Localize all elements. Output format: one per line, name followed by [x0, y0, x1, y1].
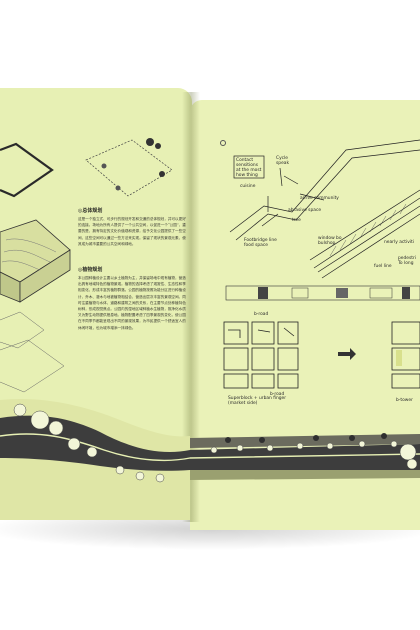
annotation-note: nearly activiti [384, 240, 414, 245]
annotation-note: b-tower [396, 398, 413, 403]
page-circle-mark [220, 140, 226, 146]
paragraph-planting: 本公园种植设计主要以乡土植物为主，并保留场地中现有植物，营造出具有地域特色的植物… [78, 276, 186, 330]
superblock-diagram [223, 321, 299, 389]
annotation-note: tree [292, 218, 301, 223]
accent-patch [396, 350, 402, 366]
book-gutter [182, 92, 200, 522]
annotation-note: Contact sensitions at the most how thing [236, 158, 262, 178]
river-park-plan [0, 398, 420, 520]
annotation-note: arrive community [300, 196, 339, 201]
isometric-sketch-small [85, 138, 173, 197]
annotation-note: pedestri To long [398, 256, 417, 266]
annotation-note: Cycle speak [276, 156, 290, 166]
annotation-note: window bo bulshop [318, 236, 342, 246]
annotation-note: b-road [270, 392, 285, 397]
annotation-note: abrasive space [288, 208, 322, 213]
annotation-note: b-road [254, 312, 269, 317]
isometric-outline-drawing [0, 142, 54, 198]
isometric-terrain-block [0, 219, 71, 303]
section-sketch [229, 139, 420, 279]
dark-tree-icons [225, 433, 387, 443]
section-heading-masterplan: ◎总体规划 [78, 208, 103, 214]
superblock-diagram-after [391, 321, 420, 389]
hatch-pattern [329, 203, 407, 257]
arrow-icon [338, 348, 356, 360]
annotation-note: Footbridge line food space [244, 238, 277, 248]
section-heading-planting: ◎植物规划 [78, 267, 103, 273]
elevation-strip [225, 285, 420, 301]
annotation-note: fuel line [374, 264, 392, 269]
tree-canopy-icons [13, 403, 418, 483]
paragraph-masterplan: 这是一个独立式、可步行的规划开发和交通的总体规划，并可以更好的连接。场地为所有人… [78, 217, 186, 246]
annotation-note: Superblock + urban finger (market side) [228, 396, 287, 406]
annotation-note: cuisine [240, 184, 256, 189]
